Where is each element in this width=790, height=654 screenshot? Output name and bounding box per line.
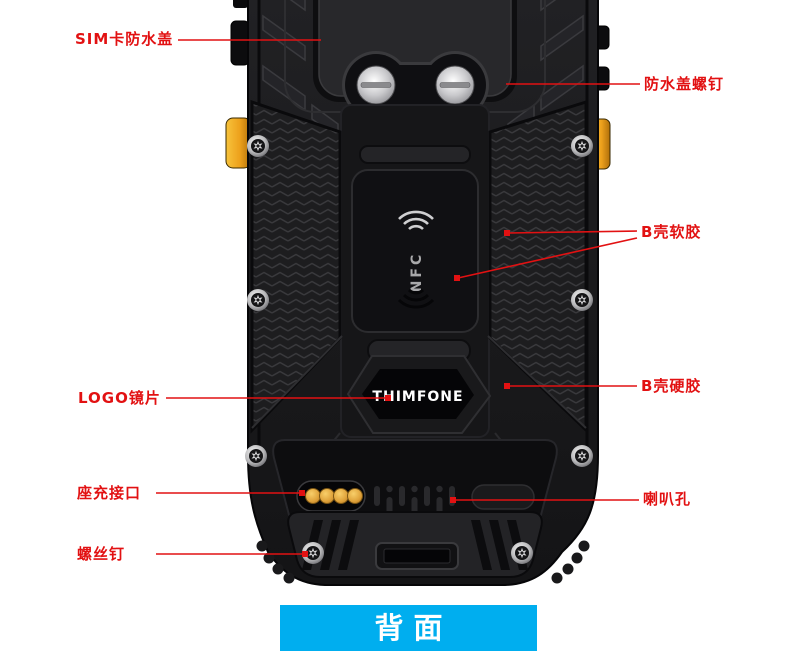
- callout-soft-rubber-label: B壳软胶: [641, 223, 702, 241]
- nfc-waves-icon: [398, 210, 434, 231]
- logo-panel: THIMFONE: [311, 355, 524, 469]
- center-column: NFC: [340, 104, 490, 438]
- callout-sim-cover-label: SIM卡防水盖: [75, 30, 174, 48]
- waterproof-cover-screws: [342, 51, 489, 119]
- callout-hard-rubber-label: B壳硬胶: [641, 377, 702, 395]
- caption-text: 背面: [374, 611, 453, 645]
- dock-connector: [296, 480, 366, 512]
- nfc-waves-dark-icon: [397, 288, 435, 309]
- callout-screw-label: 螺丝钉: [77, 545, 126, 563]
- soft-rubber-panels: [250, 99, 588, 434]
- callout-dock-connector-label: 座充接口: [77, 484, 142, 502]
- serrated-edge: [256, 540, 590, 584]
- callout-dots: [299, 230, 510, 557]
- callout-logo-lens-label: LOGO镜片: [78, 389, 161, 407]
- callout-cover-screw-label: 防水盖螺钉: [644, 75, 725, 93]
- brand-logo: THIMFONE: [372, 389, 463, 405]
- callout-speaker-hole-label: 喇叭孔: [643, 490, 692, 508]
- nfc-panel: NFC: [351, 169, 479, 333]
- nfc-label: NFC: [409, 252, 425, 293]
- caption-banner: 背面: [280, 605, 537, 651]
- callout-lines: [156, 39, 640, 555]
- bottom-bumper: [287, 511, 543, 578]
